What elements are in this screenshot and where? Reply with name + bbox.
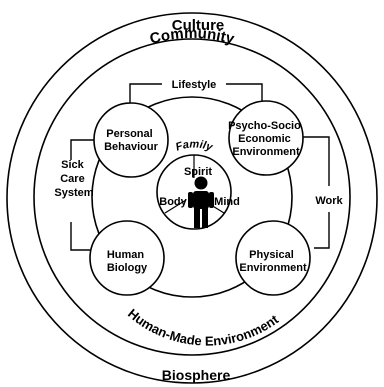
human-biology-circle (89, 220, 165, 296)
psycho-socio-economic-circle (228, 100, 304, 176)
spirit-label: Spirit (184, 166, 212, 178)
family-label: Family (174, 138, 215, 153)
biosphere-label: Biosphere (162, 367, 231, 383)
community-label: Community (148, 25, 237, 48)
psycho-socio-economic-label: Psycho-Socio Economic Environment (228, 120, 304, 158)
sick-care-connector (70, 139, 98, 251)
work-label: Work (315, 195, 343, 207)
physical-environment-circle (235, 220, 311, 296)
work-connector (302, 136, 330, 249)
person-icon (188, 176, 214, 228)
physical-environment-label: Physical Environment (239, 249, 307, 274)
sick-care-system-label: Sick Care System (54, 159, 93, 199)
human-biology-label: Human Biology (107, 249, 148, 274)
culture-label: Culture (172, 17, 225, 34)
personal-behaviour-label: Personal Behaviour (104, 128, 159, 153)
personal-behaviour-circle (93, 102, 169, 178)
mind-label: Mind (214, 196, 240, 208)
spoke-left (164, 199, 187, 214)
body-label: Body (159, 196, 187, 208)
lifestyle-label: Lifestyle (172, 79, 217, 91)
lifestyle-connector (129, 83, 263, 108)
